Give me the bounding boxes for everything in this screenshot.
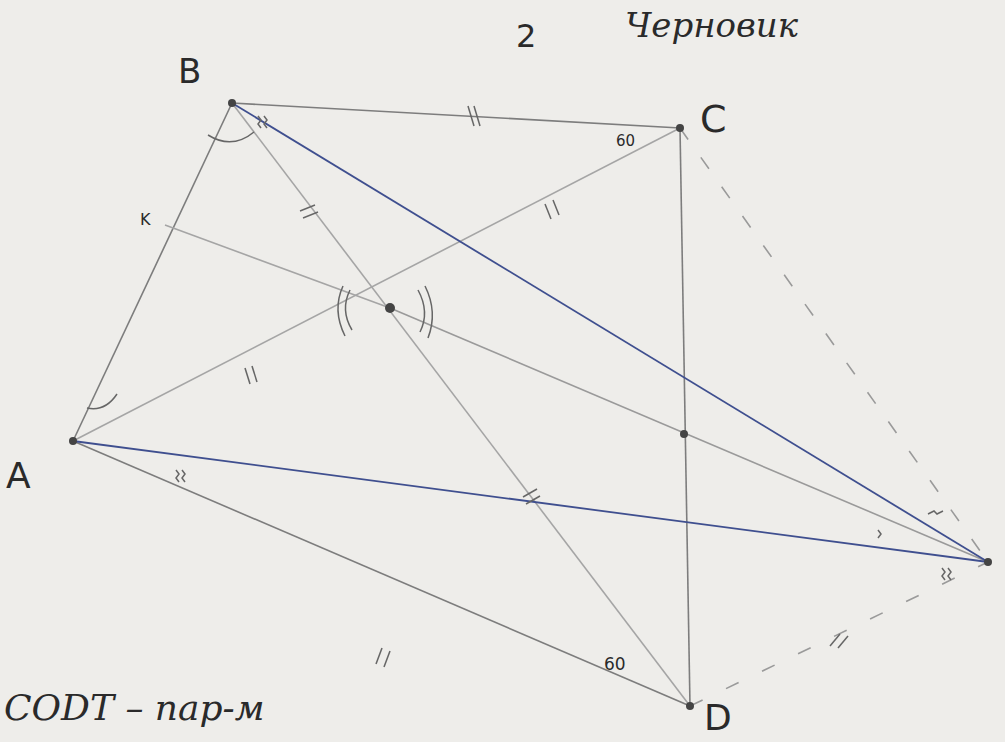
point-label: C (700, 100, 727, 138)
angle-arc (208, 132, 254, 142)
note-text: CODT – пар-м (4, 690, 265, 726)
tick (376, 648, 382, 664)
angle-arc (425, 286, 432, 338)
point (686, 702, 694, 710)
angle-mark (258, 116, 267, 128)
tick (245, 368, 250, 384)
angle-label: 60 (616, 134, 635, 149)
segment (232, 103, 680, 128)
tick (384, 651, 390, 667)
blue-segment (73, 441, 988, 562)
point-label: D (704, 700, 732, 736)
tick (474, 106, 480, 126)
angle-arc (338, 286, 345, 336)
point-label: K (140, 212, 151, 228)
point-label: A (6, 458, 31, 494)
point (228, 99, 236, 107)
angle-mark (928, 511, 943, 514)
length-label: 2 (516, 20, 536, 52)
point (984, 558, 992, 566)
point (680, 430, 688, 438)
blue-segment (232, 103, 988, 562)
angle-mark (176, 470, 185, 482)
tick (526, 496, 540, 504)
tick (830, 634, 840, 646)
segment (73, 103, 232, 441)
tick (303, 212, 318, 218)
segment (680, 128, 690, 706)
point (69, 437, 77, 445)
dashed-segment (680, 128, 988, 562)
dashed-segment (690, 562, 988, 706)
tick (545, 204, 551, 219)
heading-note: Черновик (625, 8, 798, 42)
point-label: B (178, 54, 201, 88)
tick (553, 200, 559, 215)
diagonal (232, 103, 690, 706)
angle-mark (942, 568, 951, 580)
tick (523, 489, 537, 497)
tick (252, 366, 257, 382)
tick (468, 106, 474, 126)
angle-arc (87, 394, 117, 409)
angle-label: 60 (604, 656, 626, 673)
segment (390, 308, 988, 562)
diagonal (73, 128, 680, 441)
tick (838, 636, 848, 648)
perpendicular (165, 225, 390, 308)
segment (73, 441, 690, 706)
point (385, 303, 395, 313)
tick (300, 205, 315, 211)
angle-arc (345, 290, 352, 330)
angle-arc (418, 290, 425, 332)
point (676, 124, 684, 132)
angle-mark (878, 530, 881, 538)
